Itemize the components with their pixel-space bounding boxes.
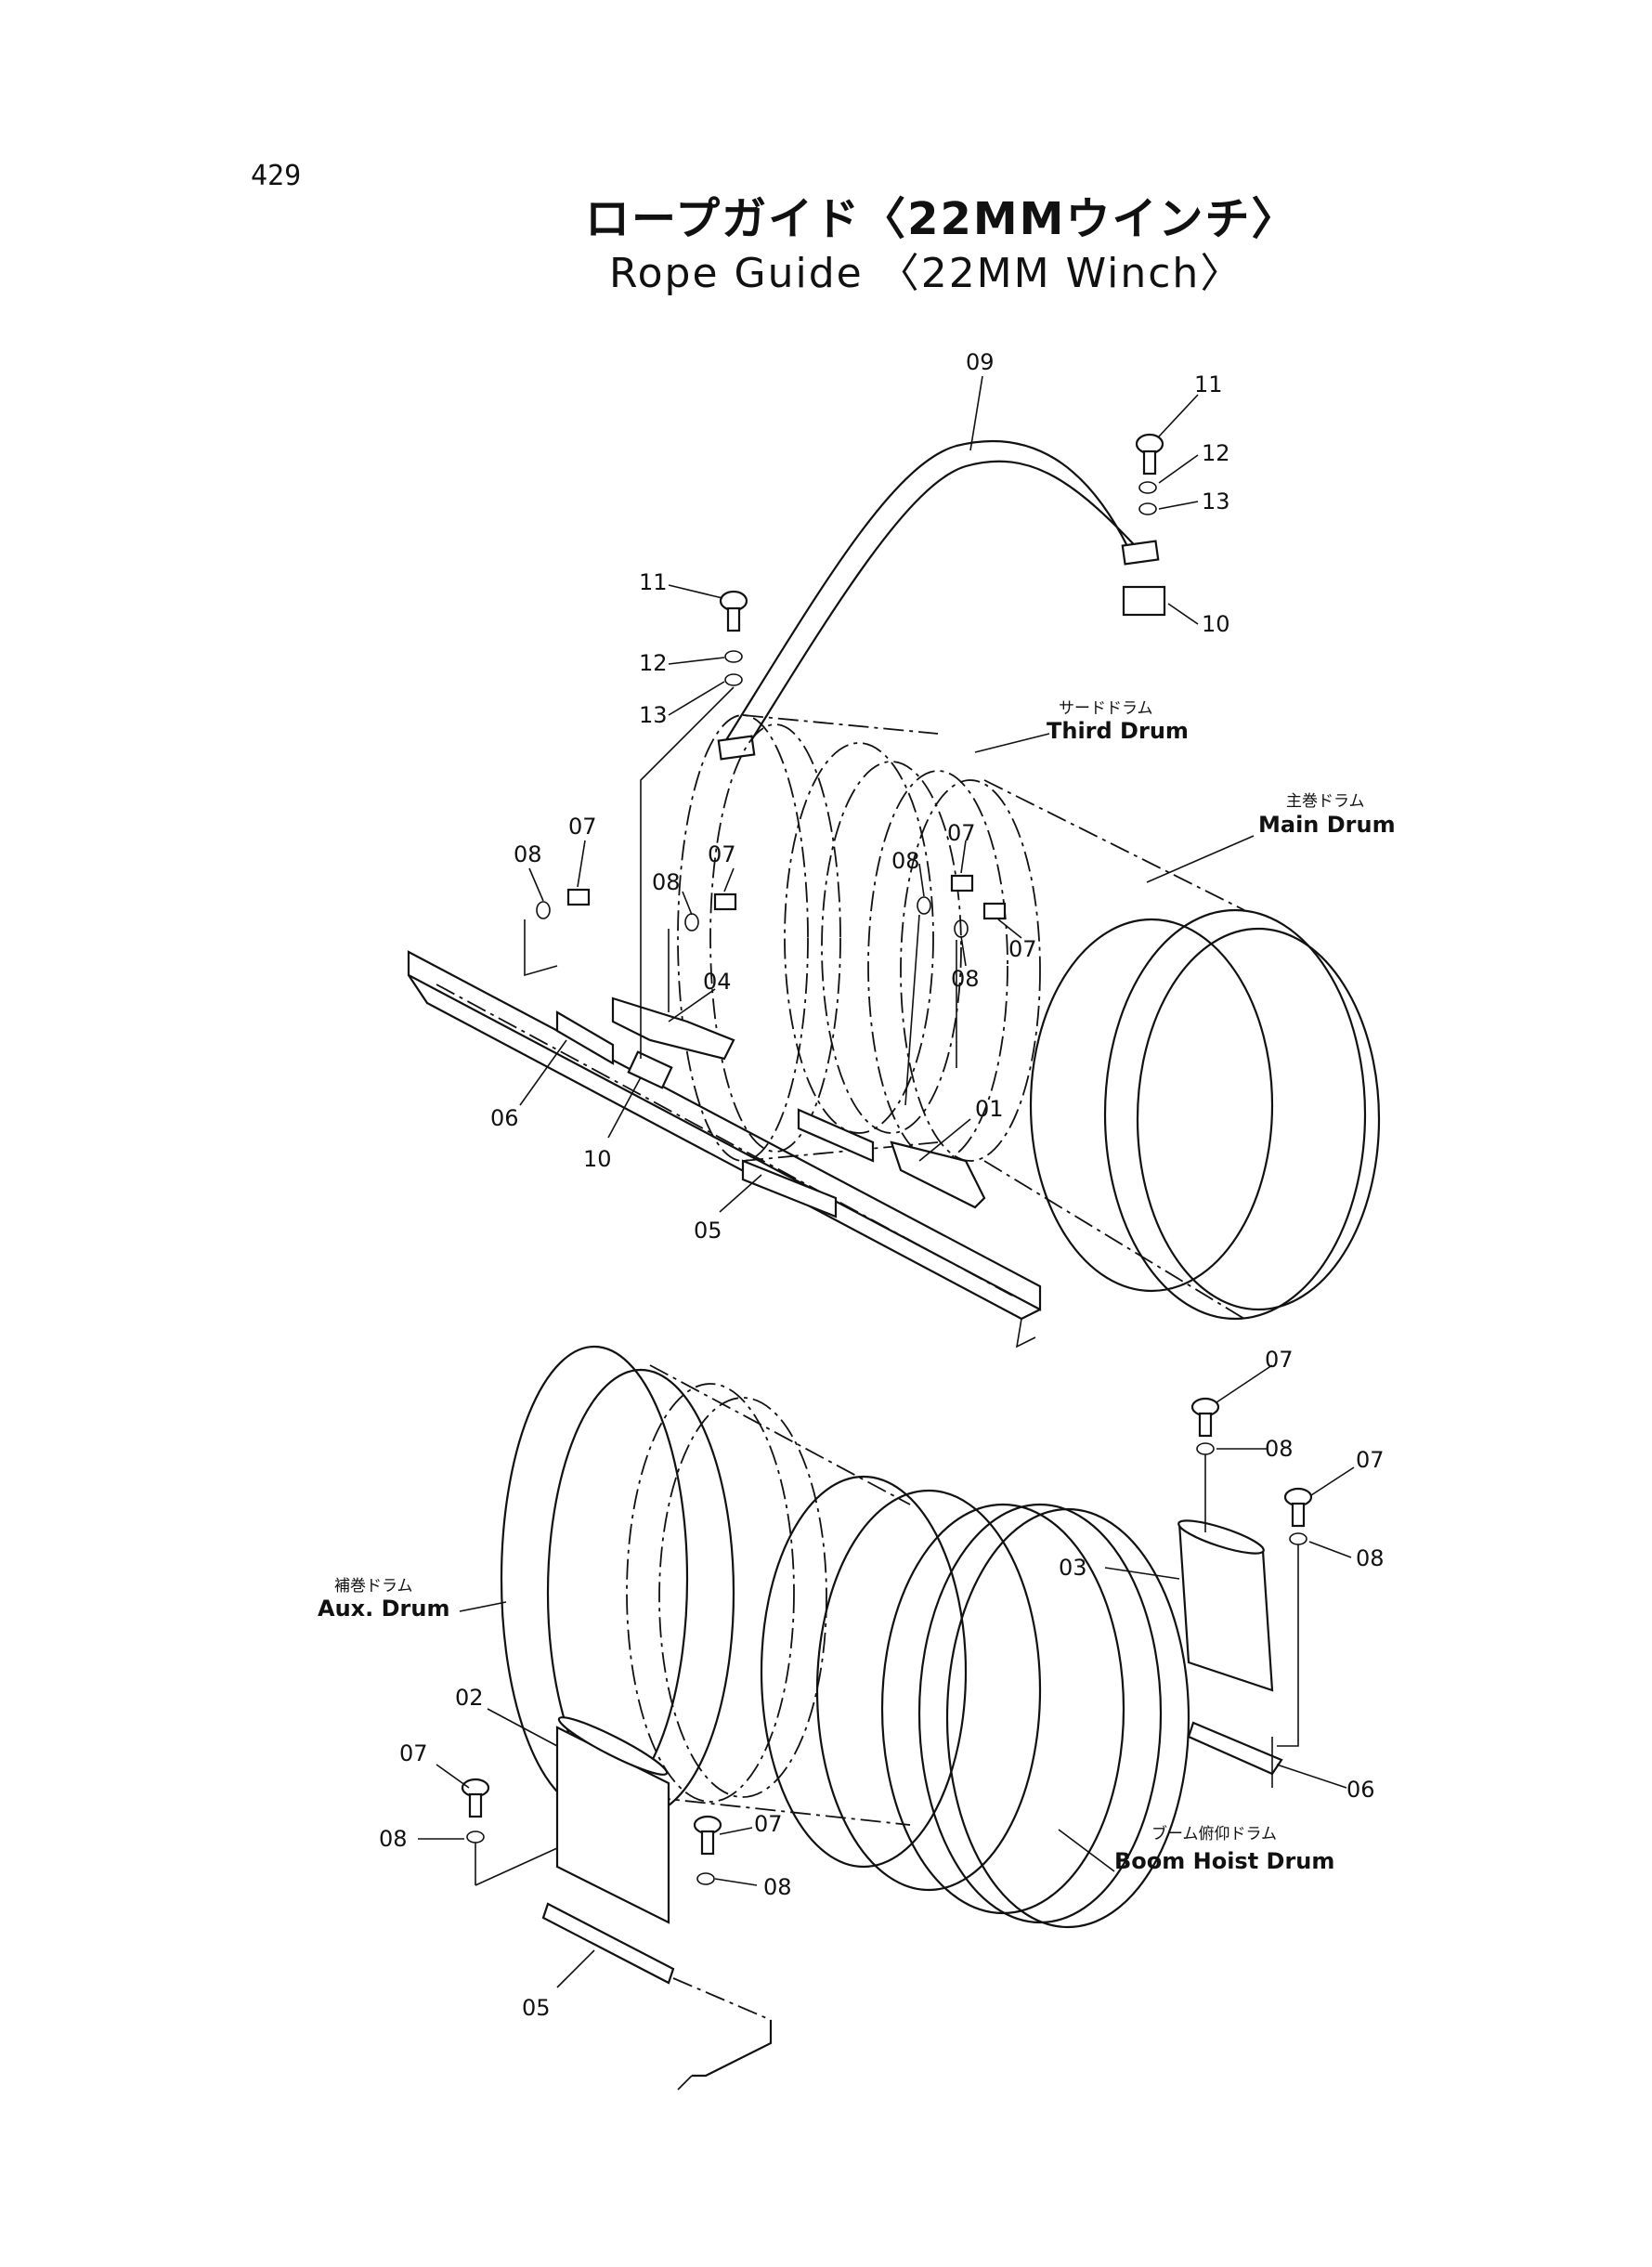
boom-hoist-drum-label-jp: ブーム俯仰ドラム (1151, 1824, 1277, 1844)
part-label: 06 (1346, 1777, 1375, 1803)
part-label: 08 (891, 848, 920, 874)
part-label: 08 (1265, 1436, 1294, 1462)
main-drum-label-jp: 主巻ドラム (1286, 792, 1365, 811)
part-label: 07 (568, 814, 597, 840)
aux-drum-label-jp: 補巻ドラム (334, 1577, 413, 1596)
title-japanese: ロープガイド〈22MMウインチ〉 (585, 193, 1298, 245)
bolts-washers-upper (536, 433, 1164, 938)
drum-labels: サードドラム Third Drum 主巻ドラム Main Drum 補巻ドラム … (318, 699, 1396, 1874)
leader-lines-upper (519, 375, 1255, 1213)
part-label: 09 (966, 349, 995, 375)
part-label: 05 (522, 1995, 551, 2021)
part-label: 08 (514, 841, 542, 867)
bolts-washers-lower (461, 1397, 1313, 1885)
part-label: 07 (754, 1811, 783, 1837)
leader-lines-lower (418, 1364, 1355, 1988)
part-label: 08 (652, 869, 681, 895)
part-label: 12 (1202, 440, 1230, 466)
boom-hoist-drum (760, 1475, 1190, 1929)
part-label: 08 (379, 1826, 408, 1852)
main-drum (867, 770, 1381, 1321)
part-label: 07 (1356, 1447, 1385, 1473)
part-label: 07 (399, 1740, 428, 1766)
part-label: 07 (708, 841, 736, 867)
part-label: 06 (490, 1105, 519, 1131)
part-label: 01 (975, 1096, 1004, 1122)
guide-parts-upper (555, 585, 1166, 1218)
part-label: 08 (951, 966, 980, 992)
part-label: 10 (1202, 611, 1230, 637)
part-label: 07 (947, 820, 976, 846)
rope-guide-arch (717, 439, 1160, 761)
part-label: 07 (1008, 936, 1037, 962)
part-label: 07 (1265, 1347, 1294, 1373)
page-number: 429 (251, 160, 302, 192)
aux-drum-label: Aux. Drum (318, 1596, 449, 1622)
third-drum-label-jp: サードドラム (1059, 699, 1153, 718)
part-label: 11 (639, 569, 668, 595)
part-label: 02 (455, 1685, 484, 1711)
guide-parts-lower (541, 1519, 1283, 1985)
part-label: 12 (639, 650, 668, 676)
channel-rail (407, 950, 1042, 1348)
part-label: 08 (763, 1874, 792, 1900)
third-drum (677, 714, 962, 1162)
part-labels: 09 11 12 13 10 11 12 13 07 08 07 08 08 0… (379, 349, 1385, 2021)
part-label: 03 (1059, 1555, 1087, 1581)
third-drum-label: Third Drum (1047, 718, 1189, 744)
part-label: 10 (583, 1146, 612, 1172)
title-english: Rope Guide 〈22MM Winch〉 (609, 250, 1243, 297)
part-label: 13 (639, 702, 668, 728)
rail-stub-lower (672, 1977, 773, 2091)
main-drum-label: Main Drum (1258, 812, 1396, 838)
part-label: 05 (694, 1218, 722, 1244)
boom-hoist-drum-label: Boom Hoist Drum (1114, 1848, 1334, 1874)
part-label: 13 (1202, 489, 1230, 515)
part-label: 08 (1356, 1545, 1385, 1571)
part-label: 04 (703, 969, 732, 995)
part-label: 11 (1194, 371, 1223, 397)
